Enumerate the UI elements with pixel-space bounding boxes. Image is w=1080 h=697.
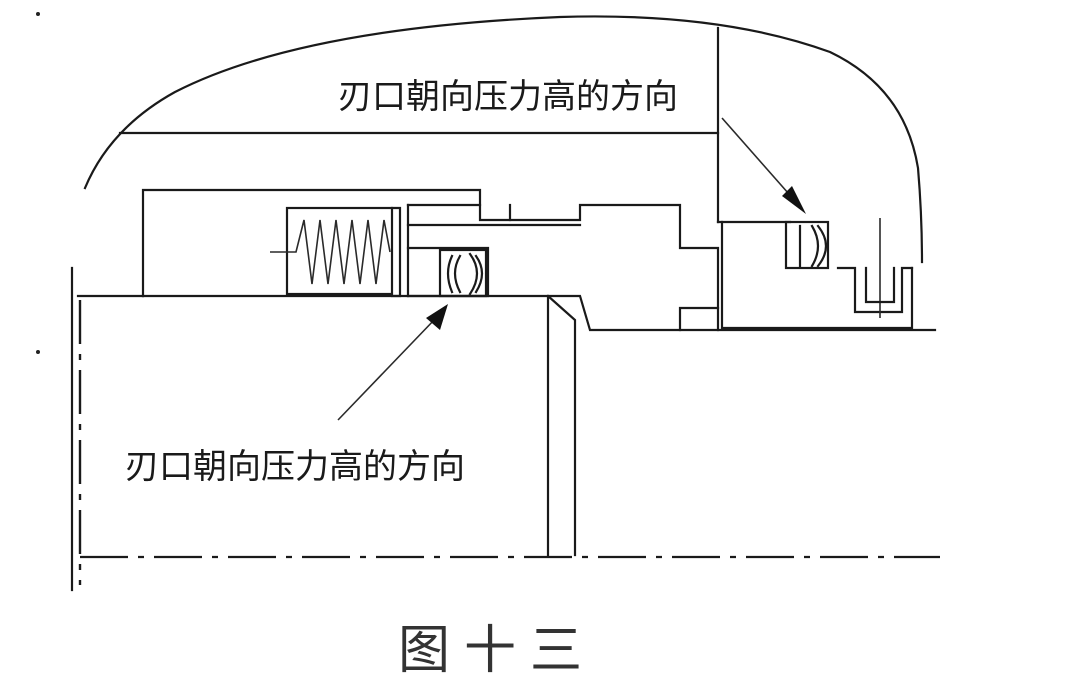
right-lip-seal (798, 224, 828, 268)
bolt-head (864, 266, 896, 304)
seal-carrier (406, 203, 720, 310)
spring-housing (141, 188, 482, 298)
gland-ring (720, 220, 914, 330)
left-lip-seal (446, 252, 484, 296)
spring-cage (285, 206, 394, 296)
shaft-step (546, 294, 937, 557)
housing-outline (83, 15, 924, 264)
bottom-annotation: 刃口朝向压力高的方向 (125, 447, 465, 487)
top-annotation: 刃口朝向压力高的方向 (338, 77, 678, 117)
compression-spring (270, 219, 391, 285)
speck-top (36, 12, 40, 16)
top-leader-arrow (721, 117, 806, 214)
stator-body (678, 306, 720, 332)
bolt-pocket (836, 266, 914, 314)
speck-left (36, 350, 40, 354)
push-ring (390, 203, 410, 298)
figure-caption: 图十三 (398, 621, 596, 681)
left-seal-groove (438, 248, 488, 298)
bottom-leader-arrow (337, 304, 448, 421)
carrier-inner (406, 223, 582, 298)
right-seal-groove (784, 220, 830, 270)
